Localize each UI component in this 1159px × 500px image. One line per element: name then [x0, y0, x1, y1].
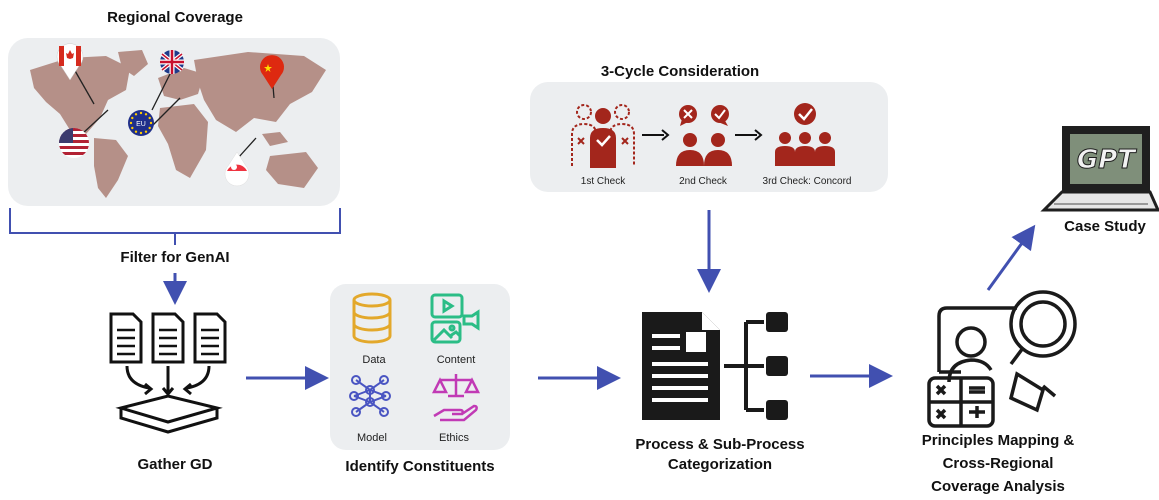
first-check-people-icon [571, 104, 635, 168]
regional-coverage-title: Regional Coverage [107, 9, 243, 26]
process-document-tree-icon [642, 312, 788, 420]
ethics-scales-icon [431, 374, 481, 422]
third-check-label: 3rd Check: Concord [762, 176, 852, 187]
principles-label-line3: Coverage Analysis [931, 478, 1065, 495]
world-map [30, 50, 326, 198]
principles-mapping-icon [927, 290, 1077, 428]
constituents-panel [330, 284, 510, 450]
gpt-screen-text: GPT [1077, 145, 1137, 175]
constituent-data-label: Data [362, 354, 386, 366]
eu-flag-icon: EU [128, 110, 154, 136]
identify-constituents-label: Identify Constituents [345, 458, 495, 475]
gpt-laptop-icon: GPT [1040, 126, 1159, 212]
filter-genai-label: Filter for GenAI [120, 249, 230, 266]
canada-flag-icon [56, 43, 84, 81]
second-check-people-icon [676, 105, 732, 166]
process-label-line1: Process & Sub-Process [635, 436, 805, 453]
principles-label-line1: Principles Mapping & [921, 432, 1075, 449]
uk-flag-icon [160, 50, 184, 74]
gather-gd-label: Gather GD [137, 456, 213, 473]
data-database-icon [352, 292, 392, 344]
first-check-label: 1st Check [580, 176, 626, 187]
gather-documents-icon [109, 312, 227, 434]
case-study-label: Case Study [1064, 218, 1146, 235]
principles-label-line2: Cross-Regional [942, 455, 1054, 472]
third-check-concord-icon [775, 103, 835, 166]
usa-flag-icon [59, 128, 89, 158]
constituent-model-label: Model [357, 432, 387, 444]
constituent-content-label: Content [436, 354, 476, 366]
three-cycle-title: 3-Cycle Consideration [600, 63, 760, 80]
content-media-icon [430, 293, 480, 344]
constituent-ethics-label: Ethics [439, 432, 469, 444]
process-label-line2: Categorization [667, 456, 773, 473]
second-check-label: 2nd Check [679, 176, 727, 187]
china-flag-icon [260, 55, 284, 89]
arrow-right-icon [642, 129, 670, 141]
singapore-flag-icon [224, 151, 250, 187]
model-neural-network-icon [349, 375, 391, 417]
arrow-right-icon-2 [735, 129, 763, 141]
eu-badge-text: EU [136, 121, 146, 128]
